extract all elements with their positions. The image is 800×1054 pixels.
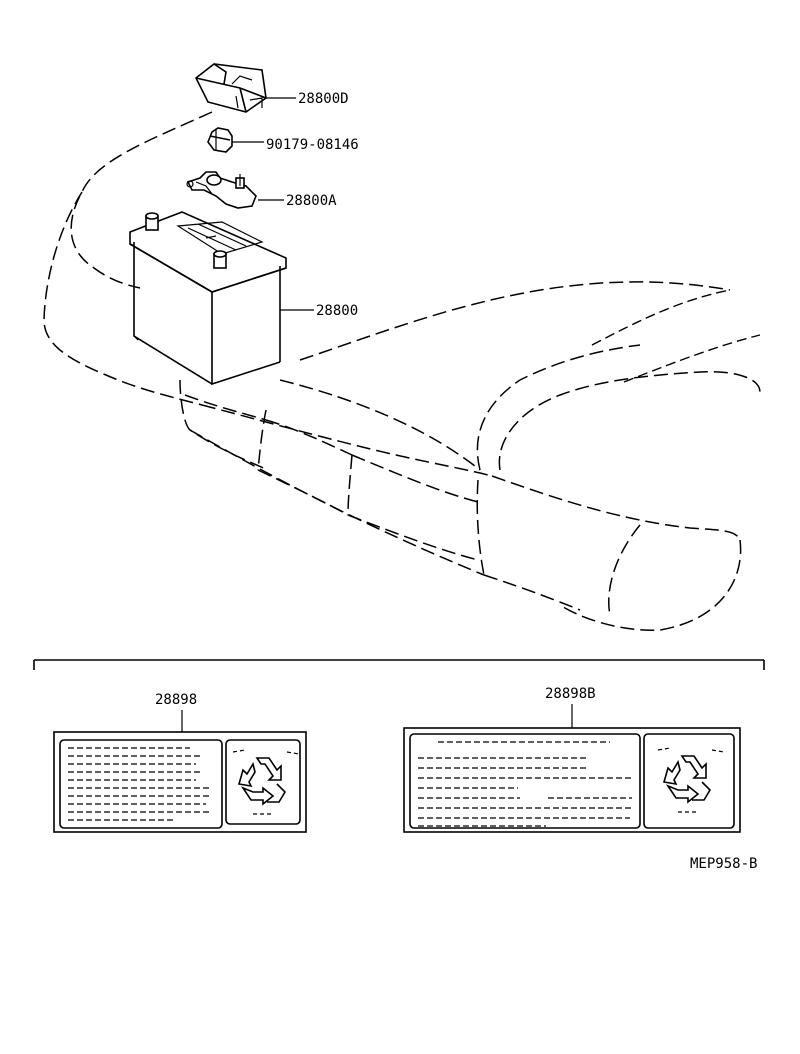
battery-terminal-part: [186, 171, 257, 209]
battery-part: [129, 211, 287, 386]
label-left-text-lines: [68, 747, 212, 821]
figure-code: MEP958-B: [690, 856, 757, 872]
recycle-icon: [232, 749, 300, 815]
warning-label-right: [403, 727, 741, 833]
warning-label-left: [53, 731, 307, 833]
nut-part: [207, 127, 233, 153]
recycle-icon: [657, 747, 725, 813]
bracket-cover-part: [194, 63, 267, 113]
label-right-text-lines: [418, 741, 632, 827]
callout-bracket-cover: 28800D: [298, 91, 349, 107]
vehicle-body-outline: [43, 111, 761, 631]
callout-label-left: 28898: [155, 692, 197, 708]
callout-nut: 90179-08146: [266, 137, 359, 153]
section-separator: [33, 659, 765, 670]
callout-battery: 28800: [316, 303, 358, 319]
callout-label-right: 28898B: [545, 686, 596, 702]
callout-terminal: 28800A: [286, 193, 337, 209]
